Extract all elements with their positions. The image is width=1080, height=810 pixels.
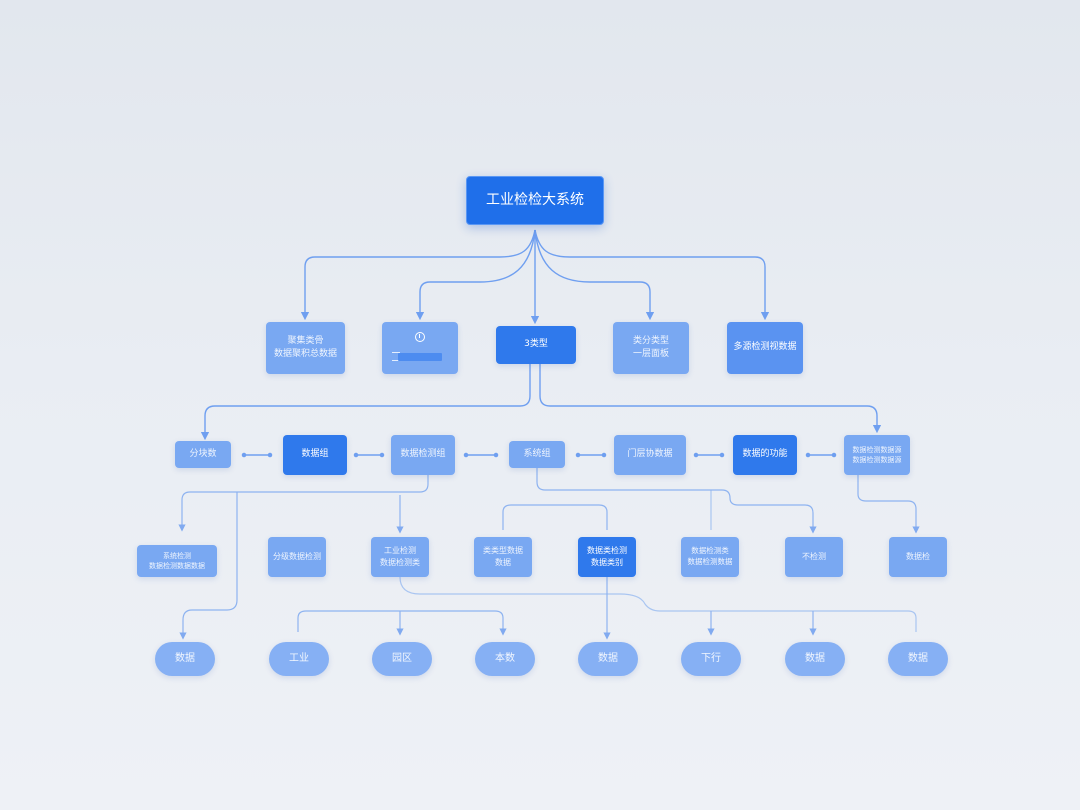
connector-root-to-d — [534, 229, 655, 321]
root-node: 工业检检大系统 — [466, 176, 604, 225]
node-label: 多源检测视数据 — [733, 342, 797, 353]
level4-pill: 工业 — [269, 642, 329, 676]
level2-node: 门层协数据 — [614, 435, 686, 475]
root-label: 工业检检大系统 — [486, 192, 584, 209]
connector-root-to-a — [300, 229, 536, 321]
node-label: 系统组 — [523, 448, 551, 459]
level3-node: 数据检 — [889, 537, 947, 577]
level3-node: 系统检测 数据检测数据数据 — [137, 545, 217, 577]
pill-label: 本数 — [495, 652, 515, 664]
node-label: 一层面板 — [632, 349, 669, 359]
level1-node: 类分类型 一层面板 — [613, 322, 689, 374]
level3-node: 分级数据检测 — [268, 537, 326, 577]
node-label: 数据检 — [906, 552, 930, 562]
level1-widget-node — [382, 322, 458, 374]
pill-label: 园区 — [392, 652, 412, 664]
connector-o-to-right — [399, 576, 917, 632]
node-label: 数据 — [495, 558, 511, 567]
node-label: 类分类型 — [632, 335, 669, 346]
level2-node: 数据检测数据源 数据检测数据源 — [844, 435, 910, 475]
level2-node: 数据组 — [283, 435, 347, 475]
connector-root-to-e — [534, 229, 770, 321]
widget-bar — [398, 353, 442, 361]
level2-node: 分块数 — [175, 441, 231, 468]
level4-pill: 数据 — [888, 642, 948, 676]
level1-node: 聚集类骨 数据聚积总数据 — [266, 322, 345, 374]
level3-node: 数据类检测 数据类别 — [578, 537, 636, 577]
node-label: 聚集类骨 — [287, 335, 324, 346]
node-label: 数据检测类 — [380, 558, 420, 567]
level4-pill: 数据 — [578, 642, 638, 676]
connector-p-q-bracket — [502, 504, 608, 530]
node-label: 工业检测 — [384, 546, 416, 556]
connector-c-to-f — [200, 364, 531, 441]
node-label: 类类型数据 — [483, 546, 523, 556]
connector-c-to-l — [539, 364, 882, 434]
pill-label: 数据 — [908, 652, 928, 664]
level2-node: 系统组 — [509, 441, 565, 468]
level2-node: 数据检测组 — [391, 435, 455, 475]
level3-node: 不检测 — [785, 537, 843, 577]
pill-label: 工业 — [289, 652, 309, 664]
node-label: 不检测 — [802, 552, 826, 562]
node-label: 数据组 — [301, 449, 329, 460]
node-label: 分级数据检测 — [273, 552, 321, 562]
node-label: 数据的功能 — [742, 449, 788, 460]
node-label: 系统检测 — [163, 551, 191, 560]
node-label: 数据检测组 — [400, 449, 446, 460]
node-label: 门层协数据 — [627, 449, 673, 460]
node-label: 分块数 — [189, 448, 217, 459]
node-label: 数据类检测 — [587, 546, 627, 556]
node-label: 数据检测数据源 — [852, 445, 902, 454]
connector-h-to-pill — [179, 492, 238, 640]
node-label: 数据检测类 — [691, 546, 729, 556]
level2-node: 数据的功能 — [733, 435, 797, 475]
level4-pill: 本数 — [475, 642, 535, 676]
level4-pill: 数据 — [155, 642, 215, 676]
node-label: 数据检测数据 — [687, 557, 733, 566]
level1-node: 多源检测视数据 — [727, 322, 803, 374]
node-label: 数据检测数据源 — [852, 456, 902, 464]
connector-i-to-s — [536, 468, 817, 534]
dash-mark — [392, 360, 400, 361]
clock-icon — [415, 332, 425, 342]
node-label: 3类型 — [524, 339, 548, 350]
connector-l-to-t — [857, 475, 920, 534]
node-label: 数据类别 — [591, 558, 623, 567]
level4-pill: 园区 — [372, 642, 432, 676]
level1-node: 3类型 — [496, 326, 576, 364]
level3-node: 工业检测 数据检测类 — [371, 537, 429, 577]
connector-root-to-b — [415, 229, 536, 321]
level3-node: 类类型数据 数据 — [474, 537, 532, 577]
connector-h-to-m — [178, 475, 429, 532]
level3-node: 数据检测类 数据检测数据 — [681, 537, 739, 577]
pill-label: 数据 — [598, 652, 618, 664]
node-label: 数据检测数据数据 — [149, 562, 205, 570]
pill-label: 数据 — [805, 652, 825, 664]
level4-pill: 数据 — [785, 642, 845, 676]
pill-label: 下行 — [701, 652, 721, 664]
level4-pill: 下行 — [681, 642, 741, 676]
pill-label: 数据 — [175, 652, 195, 664]
dash-mark — [392, 352, 400, 353]
node-label: 数据聚积总数据 — [273, 349, 337, 359]
